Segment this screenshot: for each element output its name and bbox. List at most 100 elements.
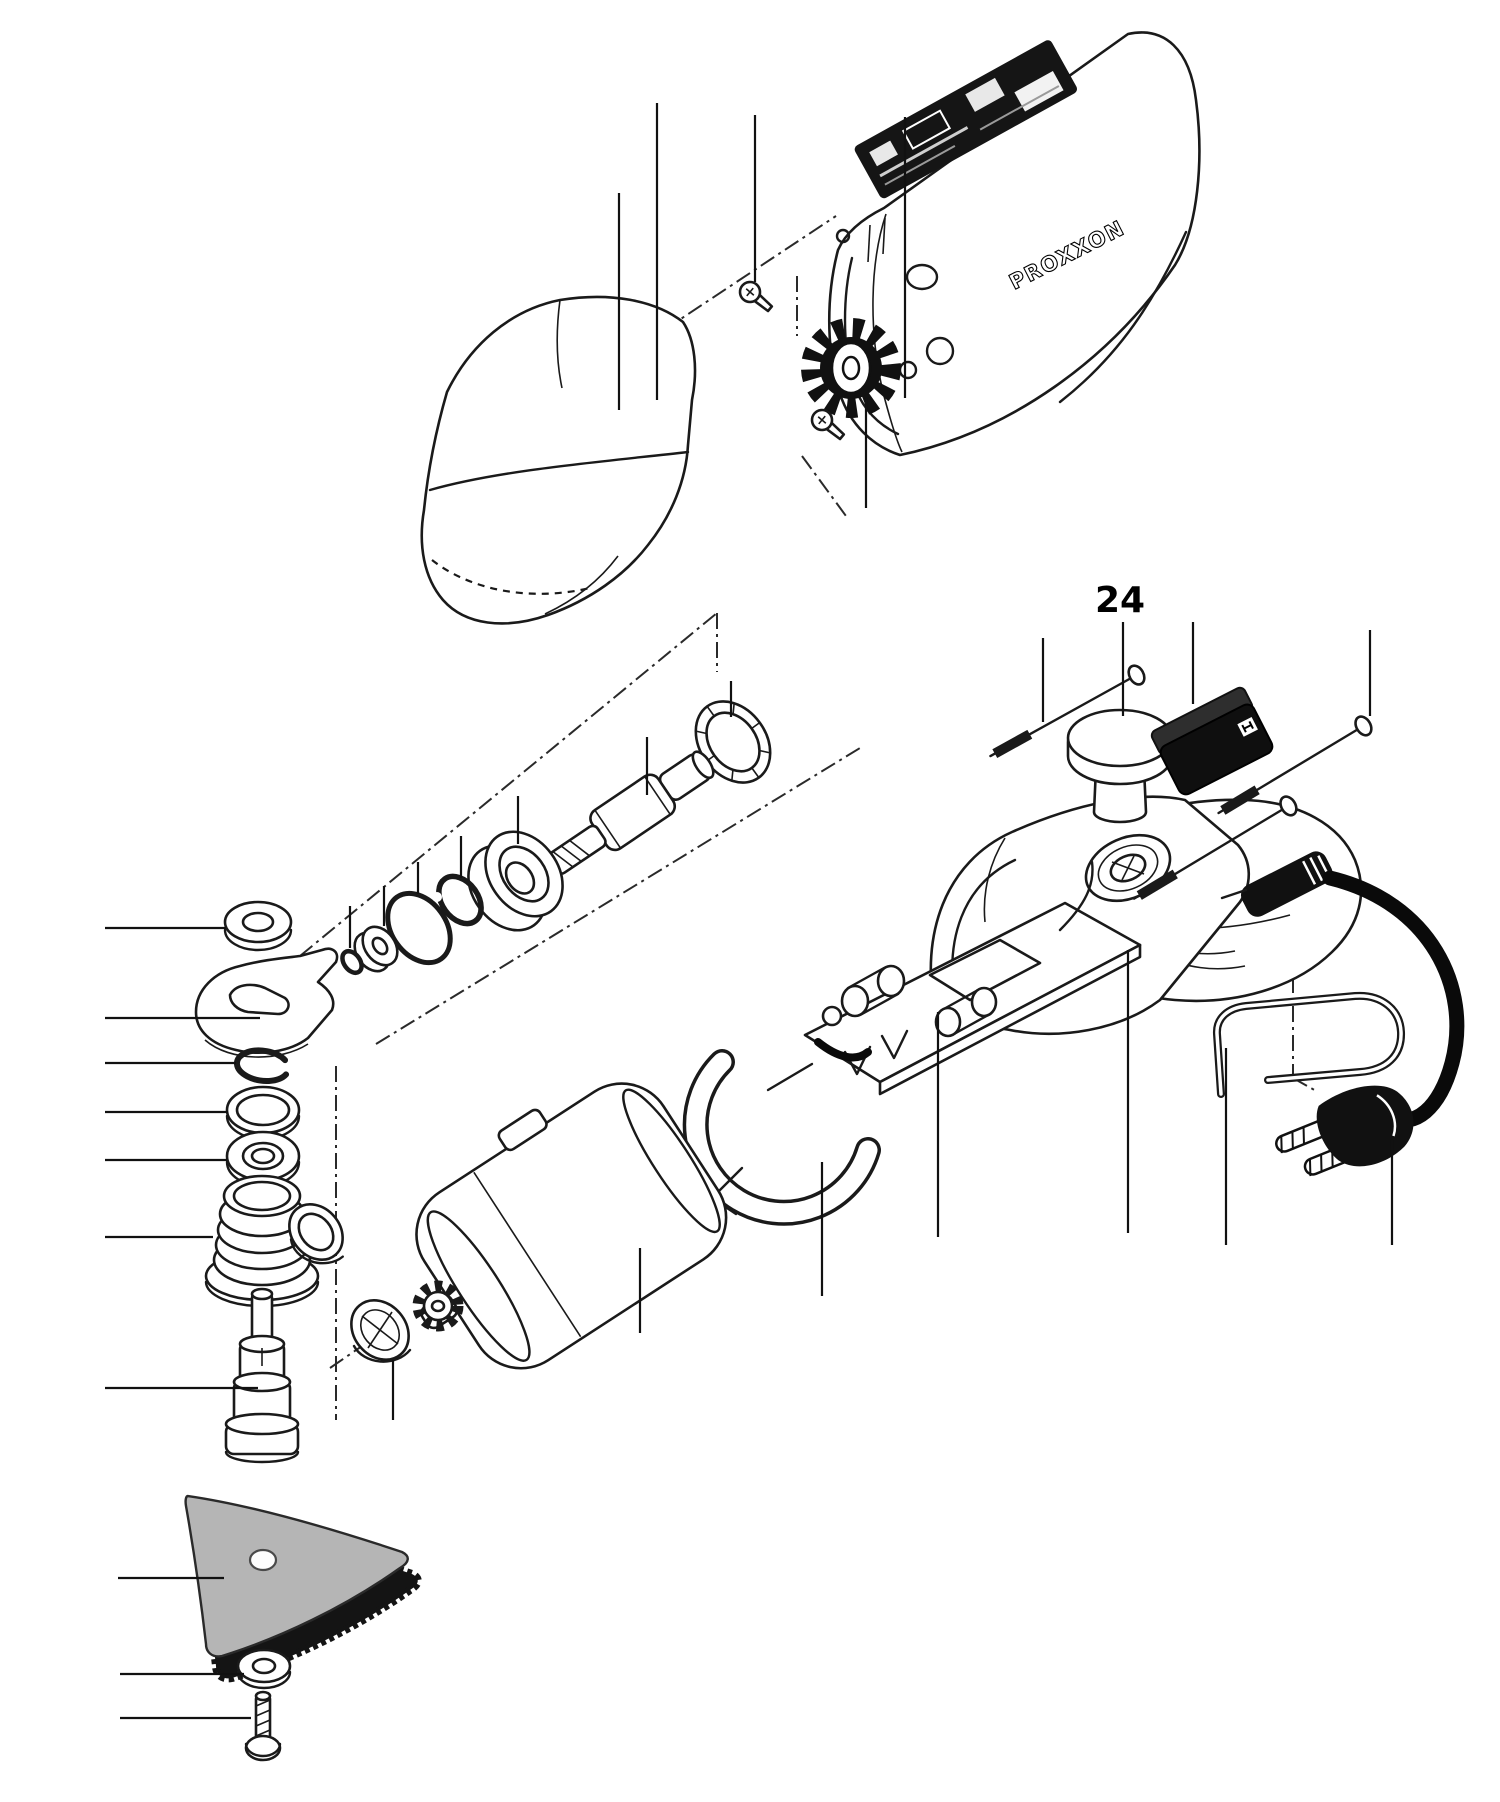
relay-box: [928, 938, 1042, 1002]
pad-top-face: [184, 1494, 409, 1658]
centerline: [375, 747, 861, 1045]
pad-screw: [244, 1690, 282, 1762]
screw-head-line: [244, 1742, 282, 1758]
cap-side: [952, 1012, 992, 1036]
knob: [1066, 708, 1174, 824]
c-clip-body: [233, 1047, 290, 1085]
retaining-ring: [233, 1047, 290, 1085]
long-screw-2: [1217, 715, 1373, 815]
circlip-tick: [758, 749, 771, 754]
screw-tip: [254, 1690, 272, 1702]
bearing-disc: [353, 925, 399, 973]
cap-side: [940, 988, 980, 1012]
head-cover-hatch: [431, 559, 591, 595]
nameplate-ce-box: [1014, 70, 1064, 112]
bearing-bore: [250, 1147, 276, 1165]
head-cover-parting-line: [428, 450, 690, 492]
housing-hole: [835, 228, 851, 244]
head-cover-body: [420, 295, 697, 625]
strain-relief-lead: [1220, 888, 1248, 900]
left-parts-column: [184, 900, 422, 1762]
circlip-tick: [732, 702, 735, 715]
opening-strut: [867, 224, 871, 263]
bearing-bore: [241, 911, 275, 933]
fan-teeth: [801, 318, 901, 418]
motor-clamp: [682, 1049, 881, 1226]
bearing-stack: [467, 830, 564, 932]
capacitor: [840, 964, 906, 1018]
nameplate-text-line: [979, 85, 1060, 131]
switch: [1150, 686, 1274, 796]
o-ring: [436, 873, 484, 927]
circlip-tick: [731, 769, 734, 782]
head-cover-crease: [556, 299, 563, 389]
screw-thread: [255, 1729, 271, 1737]
circlip-tick: [751, 721, 761, 730]
fork-underside: [204, 1039, 309, 1058]
cap-side: [846, 966, 886, 990]
leader-lines: [105, 103, 1394, 1720]
centerline: [801, 455, 847, 517]
gearbox-arch-inner: [983, 837, 1006, 923]
nameplate-mark: [965, 77, 1005, 112]
shaft-assembly: [340, 700, 772, 976]
cap-end: [876, 964, 906, 998]
pinion-teeth: [412, 1280, 464, 1332]
long-screw-3: [1132, 795, 1298, 900]
seal-bore: [235, 1093, 291, 1127]
seat-cross: [1121, 855, 1135, 881]
screw-thread: [1136, 869, 1178, 900]
nameplate-text-line: [879, 126, 969, 178]
shaft-thread: [560, 845, 582, 863]
pcb-edge: [878, 943, 1142, 1096]
shaft-thread: [552, 850, 574, 868]
eccentric-disc: [350, 1299, 412, 1363]
strain-relief-body: [1240, 851, 1333, 917]
callout-24: 24: [1095, 580, 1145, 621]
pad-washer: [236, 1648, 292, 1690]
strain-relief: [1220, 851, 1333, 917]
switch-glyph: [1241, 721, 1254, 733]
motor-assembly: [288, 664, 1465, 1370]
washer-bore: [251, 1657, 277, 1675]
ball-bearing: [225, 1130, 301, 1188]
circlip-tick: [706, 705, 715, 717]
screw-slot: [818, 415, 826, 425]
housing-boss: [925, 336, 955, 366]
power-cord: [1322, 870, 1465, 1128]
washer-side: [236, 1670, 292, 1690]
cooling-fan: [801, 318, 901, 418]
drive-shaft: [547, 750, 715, 875]
clamp-band-inner: [686, 1052, 878, 1223]
long-screw-1: [989, 664, 1146, 758]
o-ring-small: [340, 948, 364, 976]
bearing-disc-bore: [371, 936, 389, 956]
circlip: [694, 700, 772, 784]
sleeve-ring-side: [289, 1238, 344, 1265]
pad-center-hole: [248, 1548, 278, 1572]
fork-slot: [228, 983, 290, 1016]
bellows-opening: [232, 1180, 292, 1212]
nameplate-text-line: [884, 144, 956, 186]
spindle-body-top: [232, 1371, 292, 1393]
screw-head: [1127, 664, 1146, 686]
bellows: [204, 1174, 320, 1308]
cap-end: [970, 986, 998, 1018]
bearing-side: [223, 928, 293, 952]
sleeve-ring-bore: [297, 1212, 335, 1252]
pinion-gear: [412, 1280, 464, 1332]
cord-guard-core: [1215, 994, 1403, 1096]
sanding-pad: [184, 1494, 422, 1683]
nameplate-box: [901, 109, 952, 150]
bearing-bore: [504, 861, 536, 895]
spindle: [224, 1287, 300, 1464]
motor-rear-cap: [622, 1088, 721, 1234]
screw-slot: [746, 287, 754, 297]
cap-end: [840, 984, 870, 1018]
plug-pin-hatch: [1280, 1127, 1305, 1154]
knob-seat-mid: [1097, 844, 1159, 892]
screw-thread: [1220, 785, 1260, 815]
cap-end: [934, 1006, 962, 1038]
capacitor: [934, 986, 998, 1038]
sleeve-edge: [643, 776, 671, 816]
